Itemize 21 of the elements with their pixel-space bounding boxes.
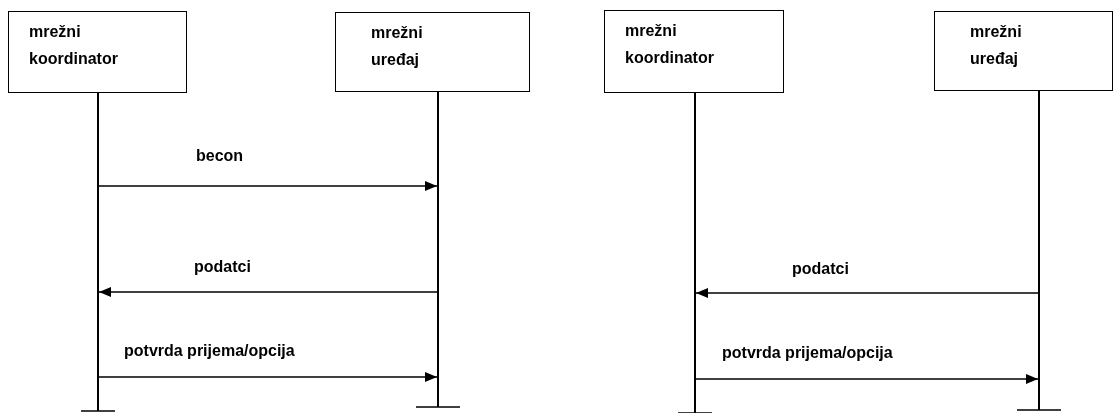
lifeline: [694, 93, 696, 413]
participant-box: [8, 11, 187, 93]
participant-name: mrežni uređaj: [371, 23, 424, 70]
participant-name: mrežni koordinator: [625, 21, 715, 68]
lifeline: [1038, 91, 1040, 410]
participant-box: [604, 10, 784, 93]
participant-name: mrežni uređaj: [970, 22, 1023, 69]
participant-box: [335, 12, 530, 92]
participant-box: [934, 11, 1113, 91]
participant-name: mrežni koordinator: [29, 22, 119, 69]
arrow: [695, 288, 1039, 298]
arrow: [695, 374, 1039, 384]
arrow: [98, 372, 438, 382]
edge-label: podatci: [792, 259, 849, 279]
edge-label: potvrda prijema/opcija: [124, 341, 295, 361]
edge-label: podatci: [194, 257, 251, 277]
edge-label: potvrda prijema/opcija: [722, 343, 893, 363]
lifeline: [97, 93, 99, 411]
lifeline: [437, 92, 439, 407]
arrow: [98, 287, 438, 297]
arrow: [98, 181, 438, 191]
